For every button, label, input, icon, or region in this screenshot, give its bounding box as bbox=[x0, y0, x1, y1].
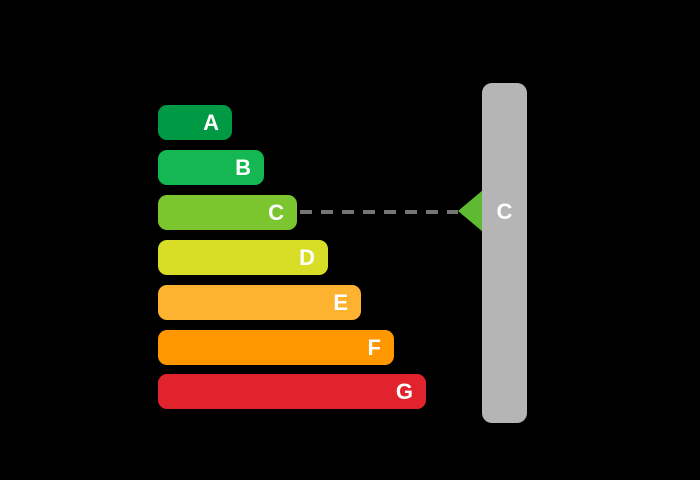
rating-band-d: D bbox=[158, 240, 328, 275]
current-rating-label: C bbox=[496, 199, 513, 224]
rating-band-f: F bbox=[158, 330, 394, 365]
rating-band-b: B bbox=[158, 150, 264, 185]
rating-band-letter: E bbox=[333, 290, 348, 315]
rating-band-letter: G bbox=[395, 379, 413, 404]
rating-band-letter: A bbox=[203, 110, 219, 135]
rating-arrow-icon bbox=[458, 190, 483, 232]
rating-band-a: A bbox=[158, 105, 232, 140]
connector-dashed-line bbox=[300, 210, 458, 214]
rating-band-letter: D bbox=[299, 245, 315, 270]
rating-track: C bbox=[482, 83, 527, 423]
rating-band-letter: C bbox=[268, 200, 284, 225]
rating-band-letter: F bbox=[367, 335, 381, 360]
rating-band-c: C bbox=[158, 195, 297, 230]
rating-band-g: G bbox=[158, 374, 426, 409]
rating-band-e: E bbox=[158, 285, 361, 320]
rating-band-letter: B bbox=[235, 155, 251, 180]
